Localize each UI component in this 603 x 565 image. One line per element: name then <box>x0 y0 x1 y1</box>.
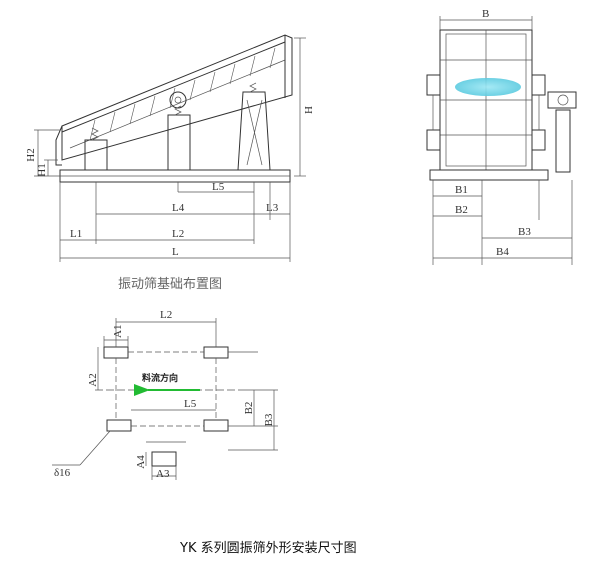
figure-caption: YK 系列圆振筛外形安装尺寸图 <box>179 541 357 556</box>
support-middle <box>167 114 191 171</box>
end-base <box>429 169 549 181</box>
dim-L5: L5 <box>212 181 225 193</box>
pad-top-right <box>203 346 229 359</box>
support-right <box>237 91 271 171</box>
dim-L1: L1 <box>70 228 82 240</box>
pad-detail <box>151 451 177 467</box>
dim-B: B <box>482 8 489 20</box>
dim-B3: B3 <box>518 226 531 238</box>
pad-bottom-left <box>106 419 132 432</box>
end-view: B B1 B2 B3 B4 <box>426 8 577 265</box>
side-view-title: 振动筛基础布置图 <box>118 277 222 292</box>
dim-L: L <box>172 246 179 258</box>
foundation-plan: L2 A1 A2 料流方向 L5 B2 B3 A4 A3 <box>52 309 278 480</box>
flow-label: 料流方向 <box>142 372 178 384</box>
pad-top-left <box>103 346 129 359</box>
highlight-ellipse <box>455 78 521 96</box>
pad-bottom-right <box>203 419 229 432</box>
support-left <box>84 139 108 171</box>
dim-fp-A2: A2 <box>87 373 99 386</box>
dim-fp-L2: L2 <box>160 309 172 321</box>
dim-fp-B2: B2 <box>243 402 255 415</box>
dim-H1: H1 <box>36 163 48 176</box>
dim-fp-B3: B3 <box>263 413 275 426</box>
dim-L2: L2 <box>172 228 184 240</box>
dim-fp-delta: δ16 <box>54 467 71 479</box>
dim-H2: H2 <box>25 148 37 161</box>
dim-fp-A3: A3 <box>156 468 170 480</box>
side-view: H H2 H1 L5 L4 L3 L1 L2 L 振动筛基础布置图 <box>25 34 315 292</box>
dim-L3: L3 <box>266 202 279 214</box>
dim-fp-L5: L5 <box>184 398 197 410</box>
dim-fp-A1: A1 <box>112 325 124 338</box>
dim-L4: L4 <box>172 202 185 214</box>
dim-B2: B2 <box>455 204 468 216</box>
vibrator <box>169 91 187 109</box>
motor <box>547 91 577 109</box>
dim-B4: B4 <box>496 246 509 258</box>
dim-fp-A4: A4 <box>135 455 147 469</box>
screen-box <box>61 34 293 161</box>
dim-B1: B1 <box>455 184 468 196</box>
dim-H: H <box>303 106 315 114</box>
